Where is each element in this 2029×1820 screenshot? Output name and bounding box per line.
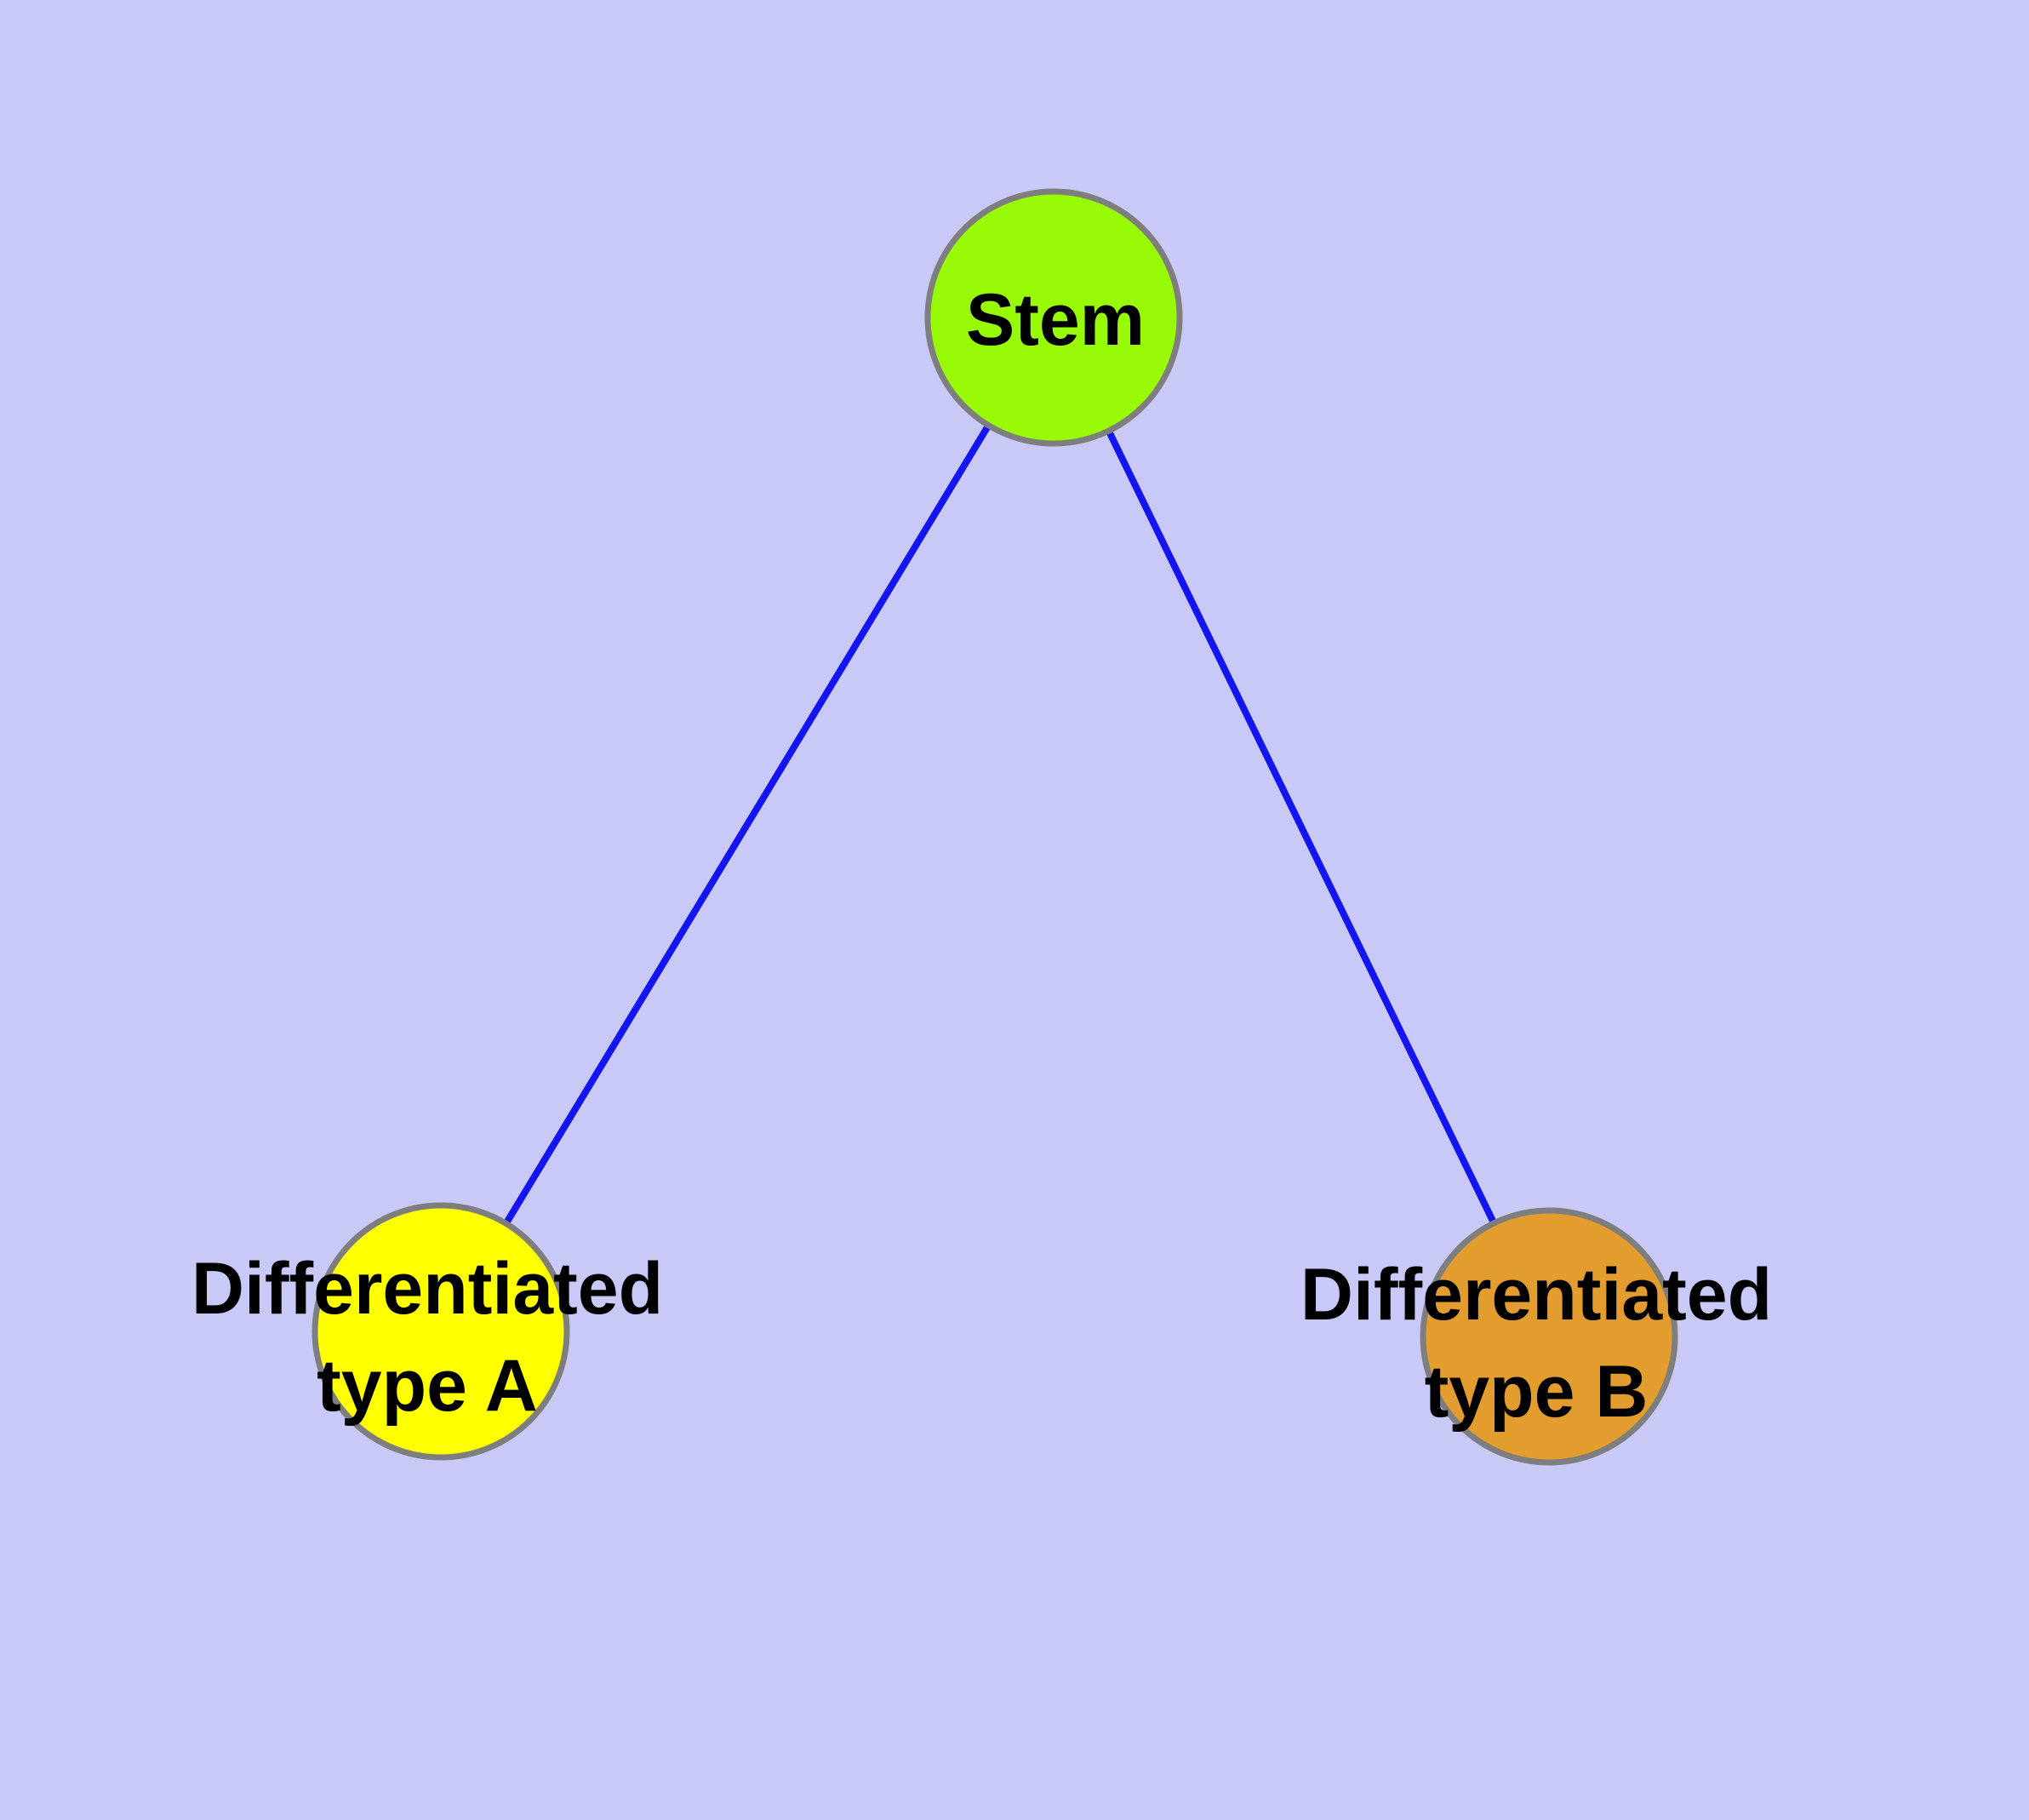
node-differentiated-type-a-circle	[311, 1202, 570, 1461]
edge-stem-to-type-b	[1050, 316, 1552, 1338]
node-stem: Stem	[924, 188, 1183, 447]
node-differentiated-type-b-label-line1: Differentiated	[1300, 1254, 1772, 1336]
node-differentiated-type-b: Differentiated type B	[1300, 1207, 1772, 1466]
node-differentiated-type-a-label-line1: Differentiated	[191, 1248, 663, 1330]
node-stem-label: Stem	[966, 279, 1145, 361]
node-differentiated-type-b-label-line2: type B	[1425, 1351, 1649, 1433]
node-differentiated-type-b-circle	[1420, 1207, 1678, 1466]
node-differentiated-type-a: Differentiated type A	[191, 1202, 663, 1461]
node-stem-circle	[924, 188, 1183, 447]
edge-stem-to-type-a	[437, 315, 1057, 1334]
node-differentiated-type-a-label-line2: type A	[317, 1345, 538, 1427]
